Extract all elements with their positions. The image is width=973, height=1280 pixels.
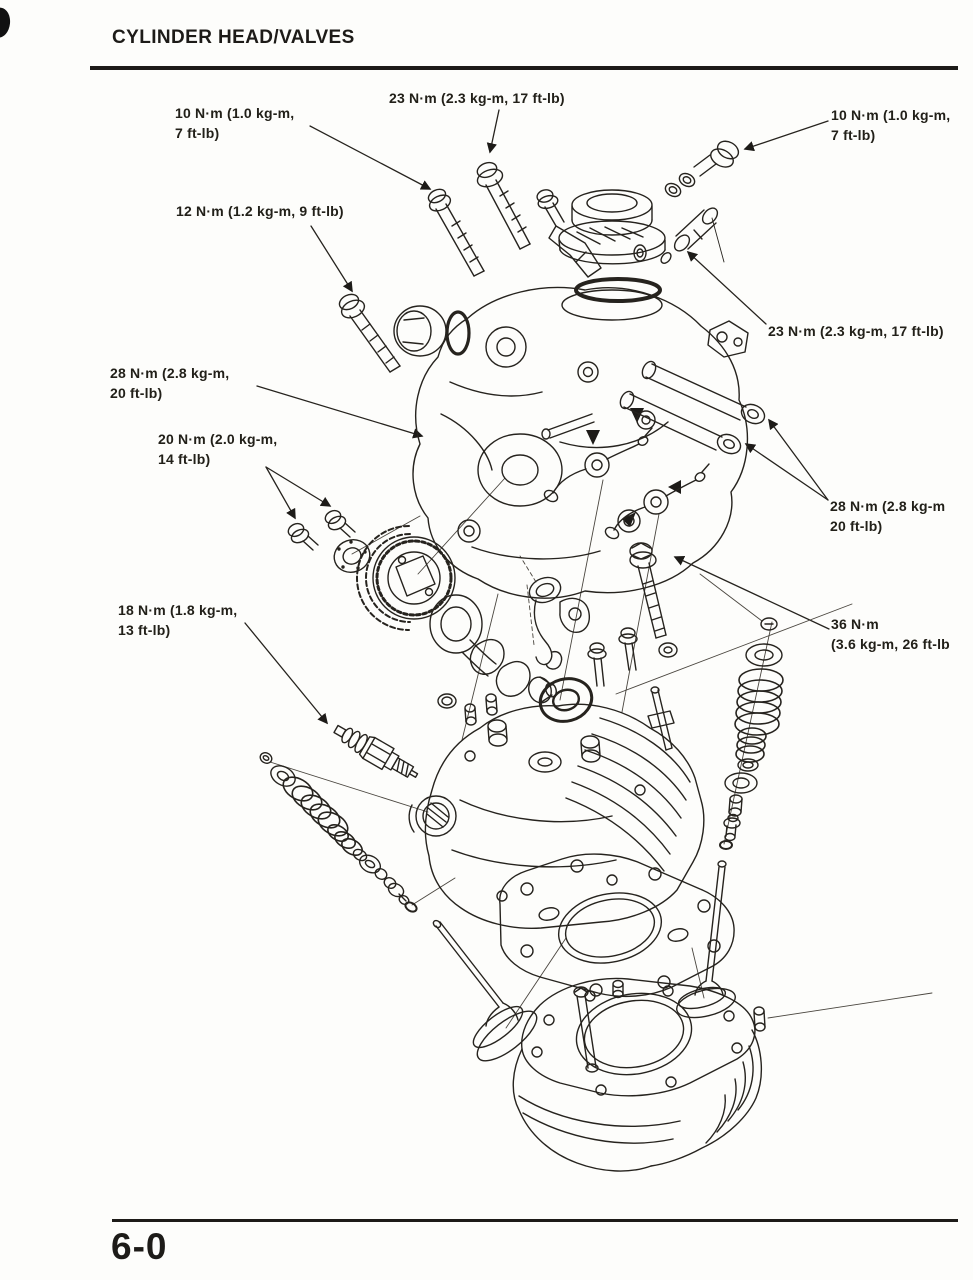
cam-sprocket-drawing [356, 525, 456, 631]
stud-10nm-left-drawing [427, 188, 485, 277]
valve-spring-set-right-drawing [719, 617, 784, 850]
page-number: 6-0 [111, 1226, 168, 1267]
cover-o-ring-drawing [574, 277, 662, 303]
bolt-10nm-right-drawing [664, 140, 740, 198]
cylinder-block-drawing [512, 977, 766, 1172]
sealing-bolt-drawing [660, 207, 725, 264]
head-gasket-drawing [499, 853, 735, 998]
cam-bearing-drawing [538, 677, 594, 723]
washer-small-drawing [633, 244, 647, 262]
ball-bearing-drawing [333, 539, 371, 573]
torque-label-28nm-left: 28 N·m (2.8 kg-m, 20 ft-lb) [110, 365, 230, 401]
torque-label-20nm-left: 20 N·m (2.0 kg-m, 14 ft-lb) [158, 431, 278, 467]
torque-label-18nm-left: 18 N·m (1.8 kg-m, 13 ft-lb) [118, 602, 238, 638]
rocker-arms-drawing [541, 413, 710, 540]
torque-label-10nm-top-right: 10 N·m (1.0 kg-m, 7 ft-lb) [831, 107, 951, 143]
torque-label-28nm-right: 28 N·m (2.8 kg-m 20 ft-lb) [830, 498, 946, 534]
torque-label-12nm-left: 12 N·m (1.2 kg-m, 9 ft-lb) [176, 203, 344, 219]
torque-label-23nm-right: 23 N·m (2.3 kg-m, 17 ft-lb) [768, 323, 944, 339]
head-cover-drawing [412, 286, 749, 599]
tappet-cap-drawing [393, 305, 471, 357]
camshaft-drawing [429, 594, 557, 704]
torque-label-10nm-top-left: 10 N·m (1.0 kg-m, 7 ft-lb) [175, 105, 295, 141]
stud-clamp-drawing [647, 686, 675, 751]
valve-spring-set-left-drawing [259, 752, 418, 913]
bolt-36nm-drawing [629, 542, 678, 658]
spark-plug-drawing [333, 724, 419, 778]
torque-label-23nm-top: 23 N·m (2.3 kg-m, 17 ft-lb) [389, 90, 565, 106]
page-title: CYLINDER HEAD/VALVES [112, 27, 355, 48]
bolt-small-top-drawing [536, 189, 602, 278]
valve-left-drawing [432, 919, 538, 1062]
small-bolts-mid-drawing [587, 627, 638, 687]
head-bolts-28nm-drawing [619, 360, 766, 455]
torque-leader-lines [244, 109, 830, 725]
cam-chain-tensioner-drawing [528, 576, 590, 670]
torque-label-36nm-right: 36 N·m (3.6 kg-m, 26 ft-lb [831, 616, 950, 652]
alignment-lines [269, 477, 933, 1029]
footer-rule [112, 1219, 958, 1222]
header-rule [90, 66, 958, 70]
chain-guide-bracket-drawing [707, 320, 749, 358]
bolt-12nm-drawing [338, 293, 401, 373]
valve-right-drawing [676, 860, 736, 1019]
bolts-20nm-drawing [287, 509, 356, 551]
pointer-arrows [586, 408, 681, 527]
breather-cap-drawing [558, 189, 666, 265]
bolt-23nm-top-drawing [476, 161, 531, 250]
cylinder-head-drawing [408, 693, 705, 930]
